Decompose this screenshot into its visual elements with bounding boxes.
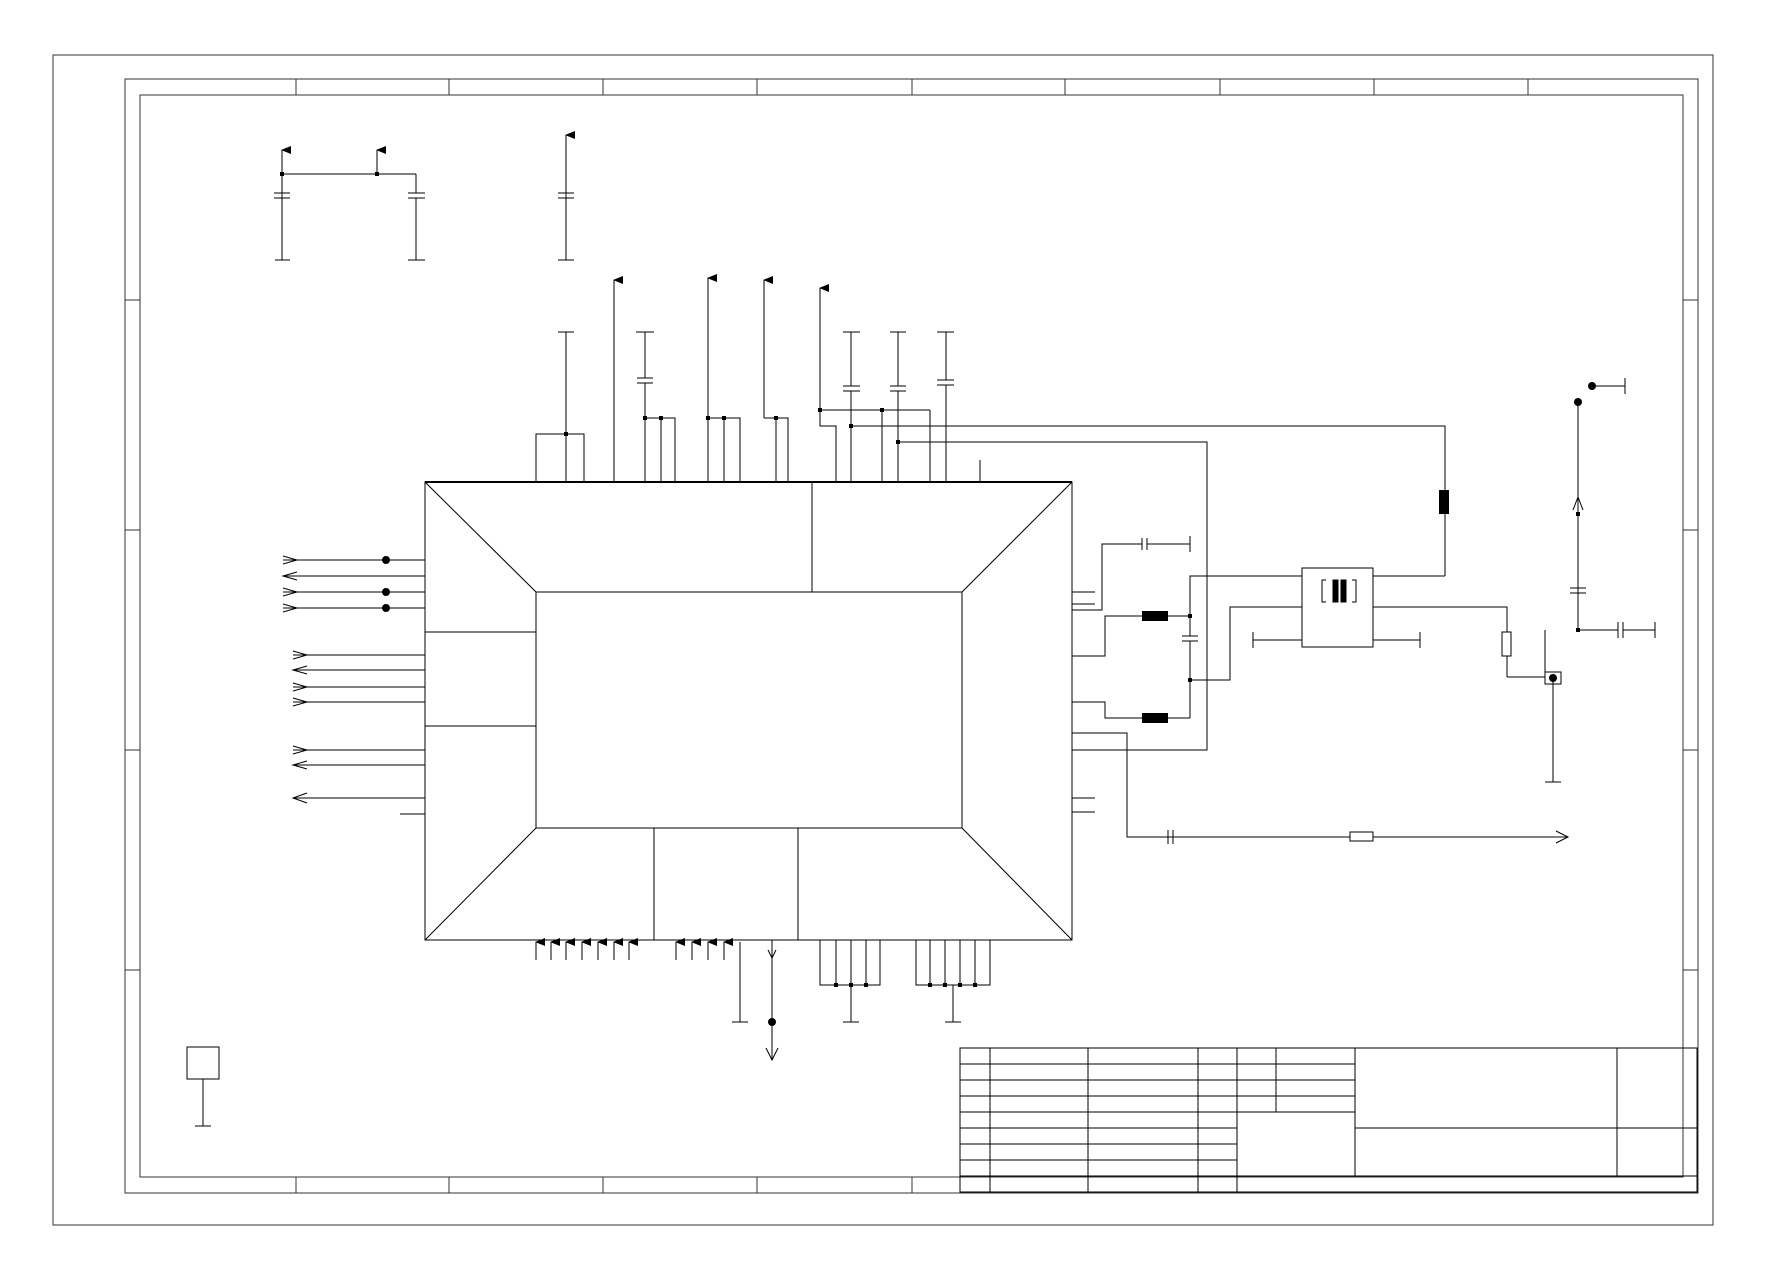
- drawing-frame: [52, 54, 1714, 1226]
- main-ic-package: [424, 481, 1073, 941]
- ic-right-rf-section: [1072, 378, 1656, 844]
- inductor-icon: [1142, 490, 1449, 723]
- ic-left-signal-pins: [281, 555, 425, 815]
- transformer-icon: [1321, 579, 1357, 603]
- resistor-icon: [1349, 631, 1512, 842]
- junction-dot-icon: [382, 556, 390, 612]
- ic-top-supply-pins: [535, 274, 1446, 751]
- junction-dot-icon: [768, 983, 977, 1026]
- rf-connector-icon: [1544, 671, 1562, 685]
- test-point-icon: [186, 1046, 220, 1127]
- junction-dot-icon: [280, 172, 379, 176]
- ic-bottom-pins: [535, 938, 991, 1062]
- title-block: [959, 1047, 1698, 1193]
- decoupling-capacitor-group: [274, 131, 575, 261]
- junction-dot-icon: [1188, 382, 1596, 682]
- junction-dot-icon: [564, 408, 900, 444]
- frame-zone-ticks: [125, 79, 1698, 1193]
